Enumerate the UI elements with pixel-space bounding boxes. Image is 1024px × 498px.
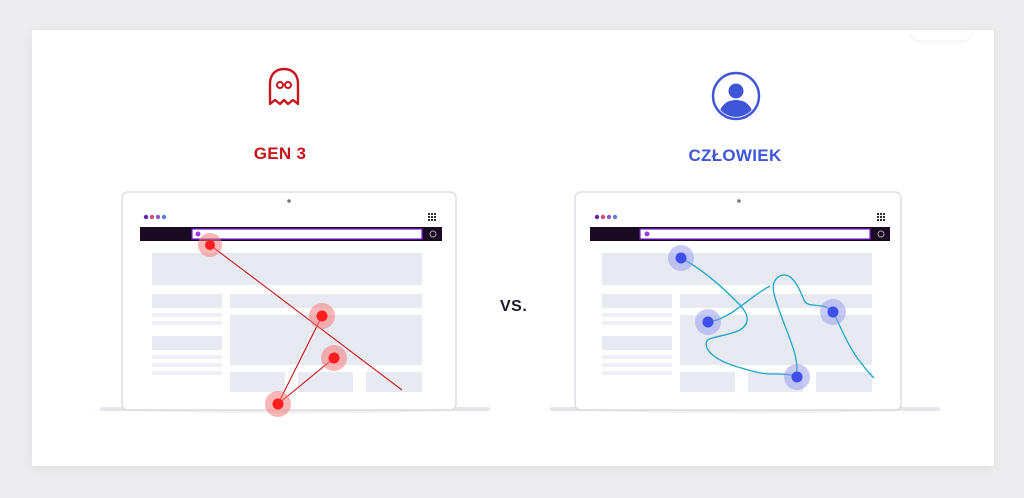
left-browser-dots bbox=[143, 214, 167, 220]
human-click-points bbox=[668, 245, 846, 390]
right-address-bar bbox=[639, 228, 871, 240]
corner-tab bbox=[910, 30, 972, 40]
vs-separator: VS. bbox=[500, 298, 528, 315]
right-camera bbox=[737, 199, 741, 203]
left-address-bar bbox=[191, 228, 423, 240]
right-grid-icon bbox=[877, 213, 885, 221]
czlowiek-title: CZŁOWIEK bbox=[688, 146, 782, 165]
right-browser-dots bbox=[594, 214, 618, 220]
gen3-title: GEN 3 bbox=[253, 144, 307, 163]
left-camera bbox=[287, 199, 291, 203]
bot-click-points bbox=[198, 233, 347, 417]
ghost-icon bbox=[266, 66, 302, 113]
left-grid-icon bbox=[428, 213, 436, 221]
person-avatar-icon bbox=[710, 70, 762, 127]
